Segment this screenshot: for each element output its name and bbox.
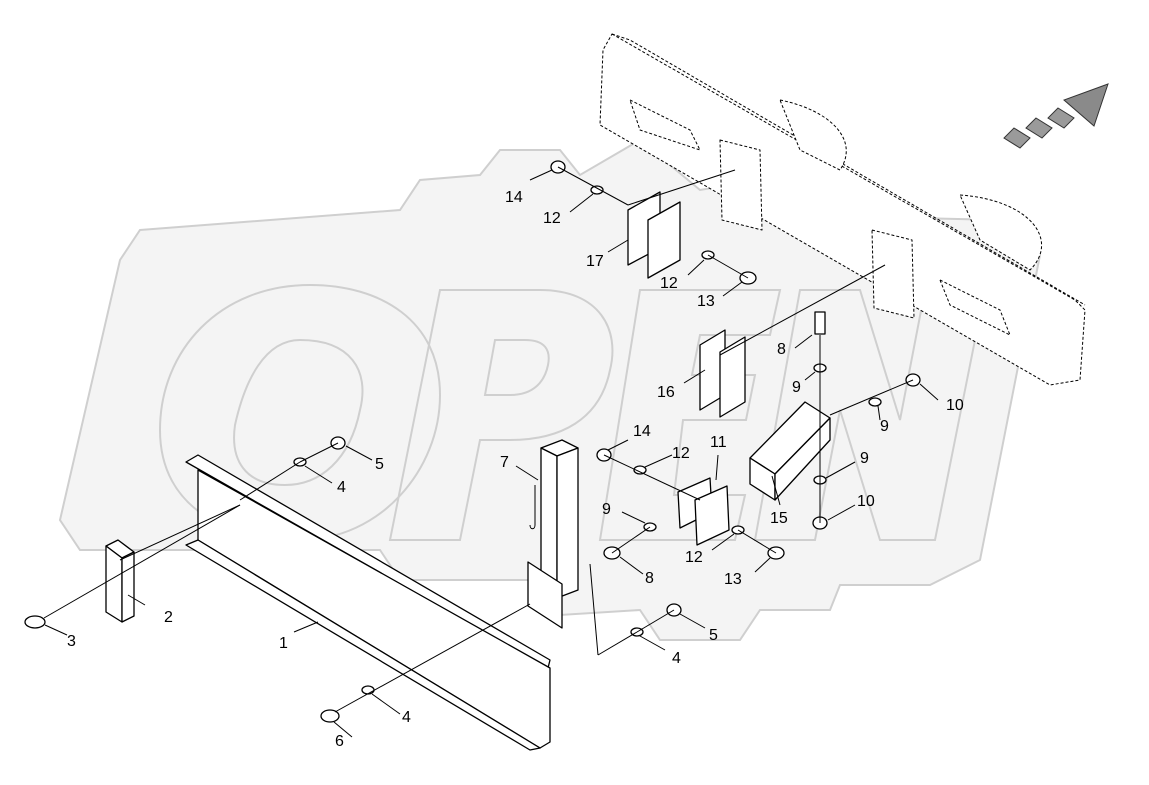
callout-5: 5 — [709, 627, 718, 644]
callout-10: 10 — [857, 493, 875, 510]
bolt-6 — [320, 709, 340, 723]
frame-crossmember-ghost — [599, 33, 1086, 386]
part-16-bracket — [699, 329, 746, 418]
part-11-bracket — [677, 477, 730, 546]
part-1-bumper-beam — [185, 454, 551, 751]
callout-4: 4 — [672, 650, 681, 667]
callout-12: 12 — [685, 549, 703, 566]
arrow-chevron-2 — [1025, 117, 1053, 139]
callout-13: 13 — [724, 571, 742, 588]
callout-3: 3 — [67, 633, 76, 650]
washer-9c — [868, 397, 882, 407]
callout-14: 14 — [505, 189, 523, 206]
assembly-lines — [43, 166, 914, 713]
callout-16: 16 — [657, 384, 675, 401]
callout-15: 15 — [770, 510, 788, 527]
washer-12a — [590, 185, 604, 195]
leader-lines — [44, 169, 939, 738]
watermark-letter-p — [388, 289, 614, 541]
callout-10: 10 — [946, 397, 964, 414]
callout-17: 17 — [586, 253, 604, 270]
part-15-angle-bracket — [749, 401, 831, 501]
callout-9: 9 — [860, 450, 869, 467]
arrow-chevron-3 — [1003, 127, 1031, 149]
arrow-head — [1063, 83, 1109, 127]
callout-1: 1 — [279, 635, 288, 652]
arrow-chevron-1 — [1047, 107, 1075, 129]
watermark-letter-n — [753, 289, 987, 541]
callout-5: 5 — [375, 456, 384, 473]
callout-2: 2 — [164, 609, 173, 626]
callout-8: 8 — [645, 570, 654, 587]
callout-11: 11 — [710, 434, 727, 451]
callout-9: 9 — [792, 379, 801, 396]
callout-13: 13 — [697, 293, 715, 310]
callout-12: 12 — [660, 275, 678, 292]
direction-arrow — [1003, 83, 1109, 149]
callout-9: 9 — [602, 501, 611, 518]
callout-8: 8 — [777, 341, 786, 358]
part-7-vertical-post — [527, 439, 579, 629]
part-17-bracket — [627, 191, 681, 279]
callout-4: 4 — [402, 709, 411, 726]
fasteners — [24, 160, 921, 723]
callout-labels: 1 2 3 4 4 4 5 5 6 7 8 8 9 9 9 9 10 10 11… — [67, 189, 964, 750]
watermark-letter-e — [598, 289, 782, 541]
callout-12: 12 — [543, 210, 561, 227]
callout-7: 7 — [500, 454, 509, 471]
callout-6: 6 — [335, 733, 344, 750]
bolt-8a — [814, 311, 826, 335]
callout-12: 12 — [672, 445, 690, 462]
washer-12b — [633, 465, 647, 475]
callout-4: 4 — [337, 479, 346, 496]
part-2-spacer-block — [105, 539, 135, 623]
callout-9: 9 — [880, 418, 889, 435]
bolt-3 — [24, 615, 46, 629]
callout-14: 14 — [633, 423, 651, 440]
washer-4c — [361, 685, 375, 695]
